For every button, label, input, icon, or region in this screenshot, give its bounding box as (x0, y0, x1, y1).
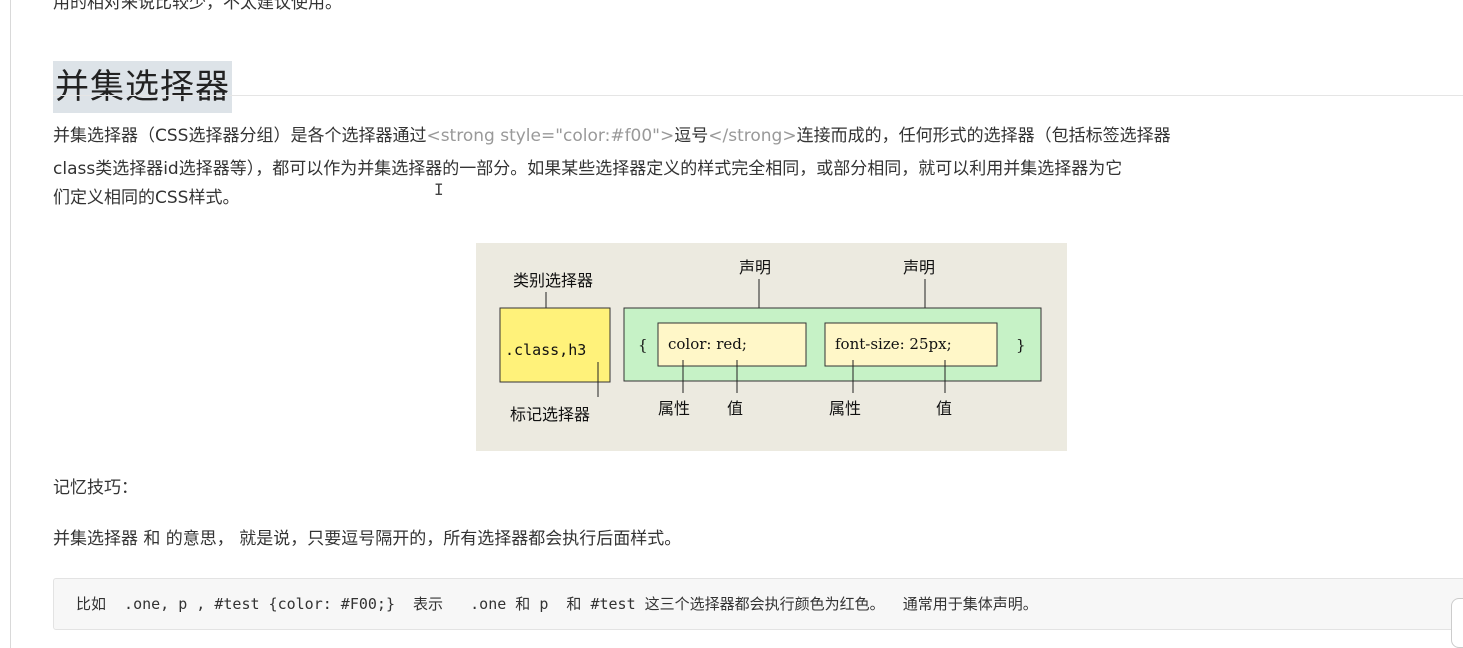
declaration-label-1: 声明 (739, 259, 771, 277)
brace-open: { (638, 336, 648, 354)
literal-open-tag: <strong style="color:#f00"> (426, 126, 675, 146)
heading-divider (53, 95, 1463, 96)
paragraph-text: 并集选择器（CSS选择器分组）是各个选择器通过 (53, 126, 427, 146)
literal-close-tag: </strong> (708, 126, 797, 146)
paragraph-line-3: 们定义相同的CSS样式。 (53, 188, 240, 208)
paragraph-line-1: 并集选择器（CSS选择器分组）是各个选择器通过<strong style="co… (53, 121, 1171, 151)
selector-text: .class,h3 (505, 341, 586, 359)
declaration-text-1: color: red; (668, 335, 747, 353)
diagram-svg: 类别选择器 声明 声明 .class,h3 { } color: red; fo… (499, 259, 1042, 424)
paragraph-line-2: class类选择器id选择器等），都可以作为并集选择器的一部分。如果某些选择器定… (53, 159, 1123, 179)
value-label-1: 值 (727, 400, 743, 418)
memory-tip: 记忆技巧： (53, 478, 138, 498)
previous-paragraph-tail: 用的相对来说比较少，不太建议使用。 (53, 0, 342, 13)
code-example-block: 比如 .one, p , #test {color: #F00;} 表示 .on… (53, 578, 1463, 630)
class-selector-label: 类别选择器 (513, 272, 593, 290)
property-label-2: 属性 (829, 400, 861, 418)
paragraph-text: 连接而成的，任何形式的选择器（包括标签选择器 (796, 126, 1171, 146)
brace-close: } (1016, 336, 1026, 354)
paragraph-union-meaning: 并集选择器 和 的意思， 就是说，只要逗号隔开的，所有选择器都会执行后面样式。 (53, 529, 682, 549)
declaration-label-2: 声明 (903, 259, 935, 277)
declaration-box-1 (657, 322, 807, 367)
section-heading: 并集选择器 (53, 61, 232, 114)
css-selector-diagram: 类别选择器 声明 声明 .class,h3 { } color: red; fo… (476, 243, 1067, 451)
property-label-1: 属性 (658, 400, 690, 418)
tag-selector-label: 标记选择器 (510, 406, 590, 424)
left-margin-rule (10, 0, 11, 648)
code-example-text: 比如 .one, p , #test {color: #F00;} 表示 .on… (76, 595, 1038, 613)
text-cursor-icon: I (434, 180, 444, 199)
scroll-control[interactable] (1451, 598, 1463, 648)
literal-strong-text: 逗号 (674, 126, 709, 146)
declaration-box-2 (824, 322, 998, 367)
declaration-text-2: font-size: 25px; (835, 335, 952, 353)
value-label-2: 值 (936, 400, 952, 418)
selector-box (499, 307, 611, 383)
